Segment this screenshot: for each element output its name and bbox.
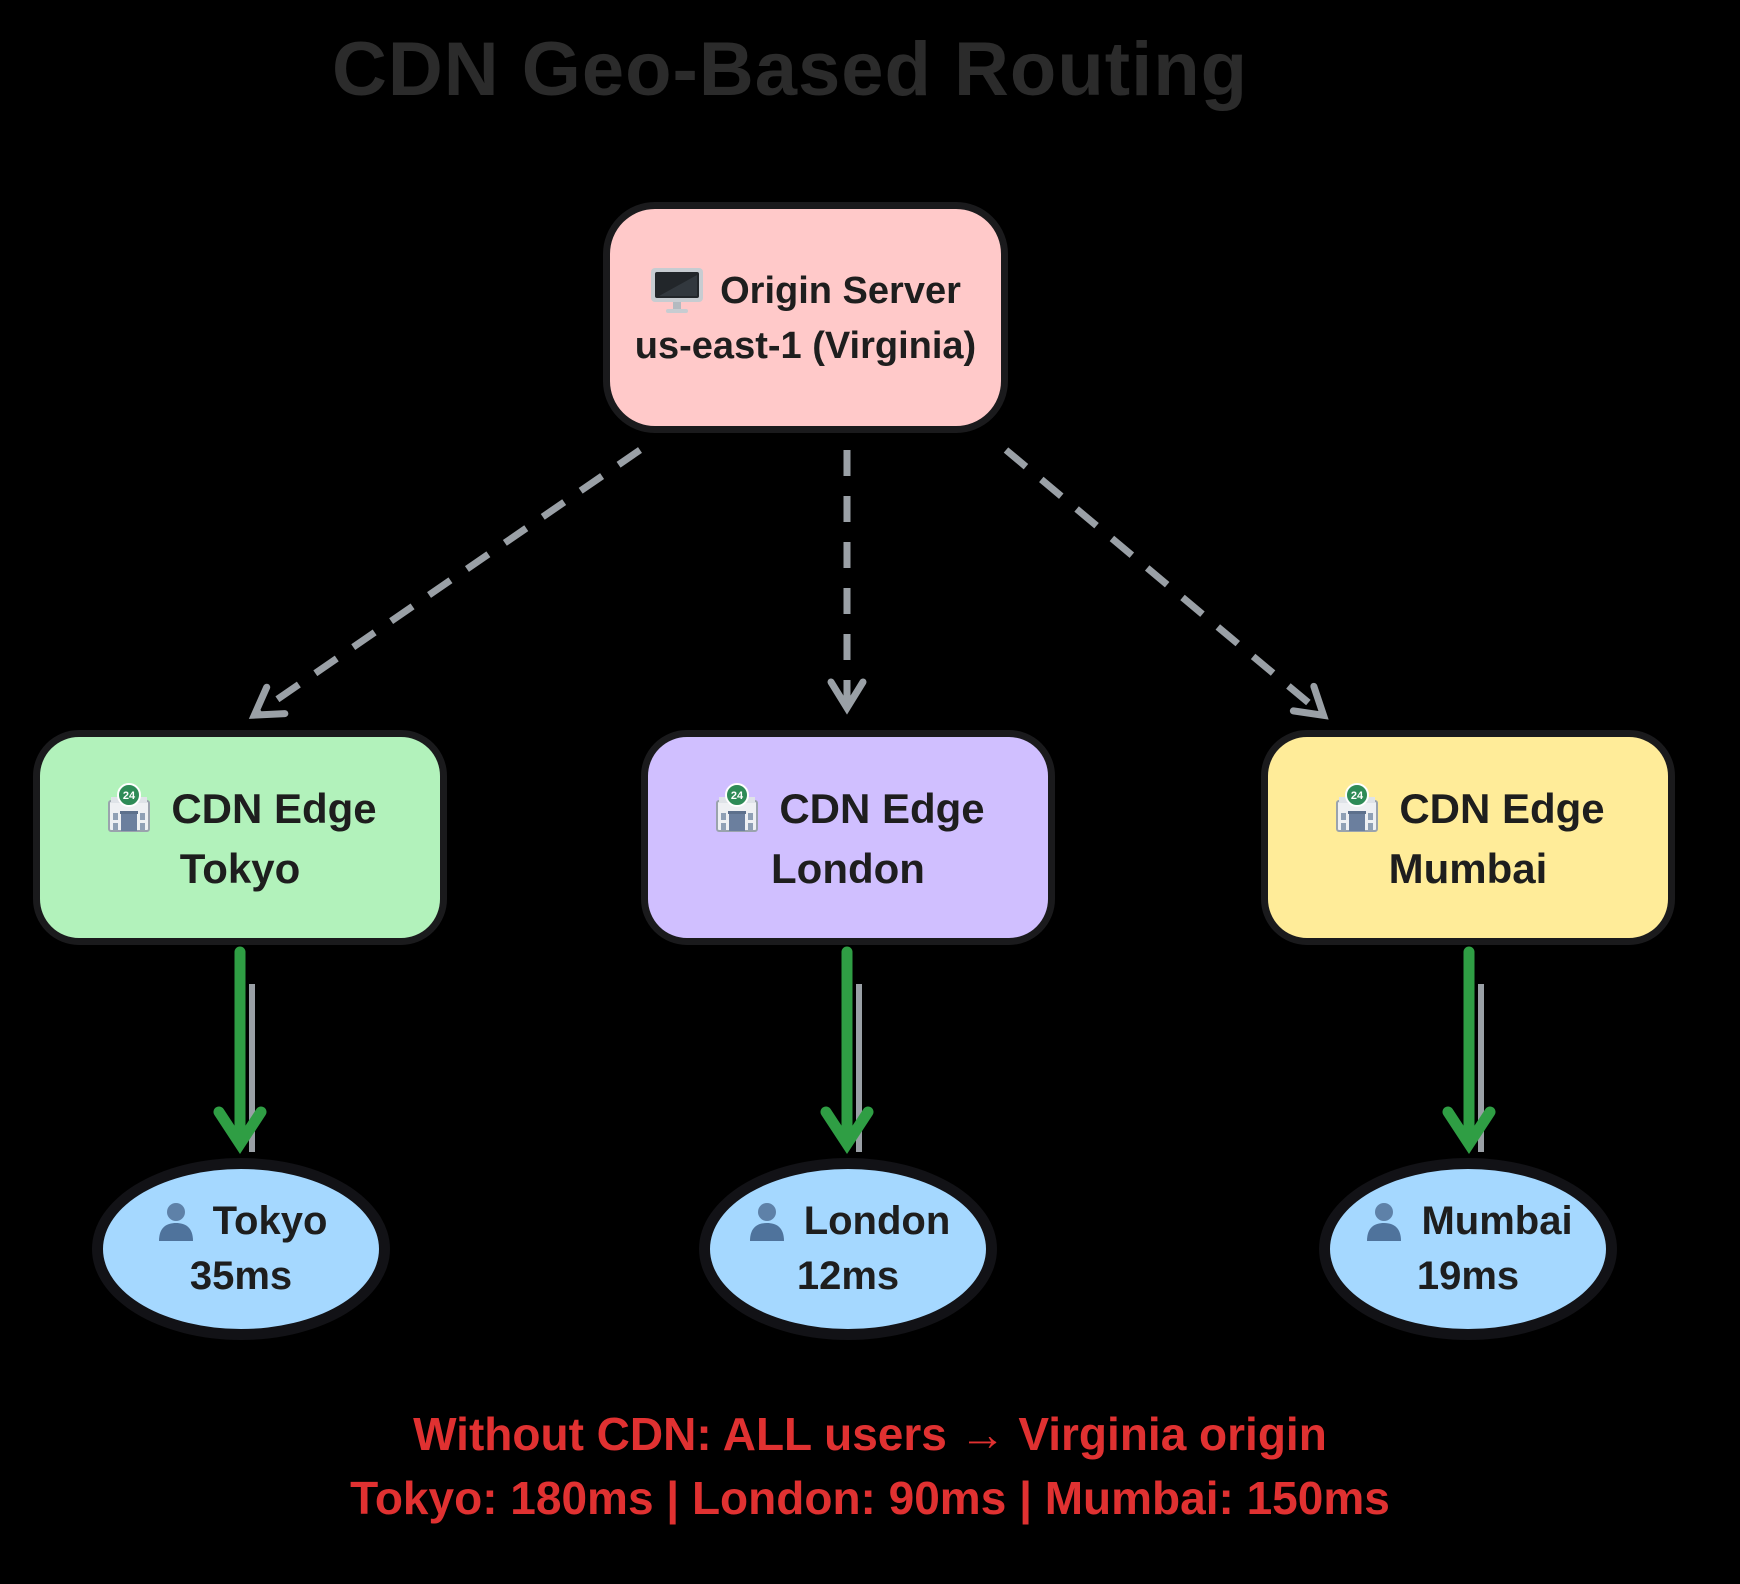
edge-city: Mumbai	[1388, 844, 1548, 892]
edge-city: London	[771, 844, 925, 892]
node-user-london: London 12ms	[699, 1158, 997, 1340]
edge-title: CDN Edge	[779, 784, 985, 832]
person-icon	[155, 1201, 197, 1243]
origin-subtitle: us-east-1 (Virginia)	[634, 325, 977, 367]
person-icon	[746, 1201, 788, 1243]
dashed-arrow-origin-to-mumbai	[1003, 447, 1329, 720]
node-cdn-edge-mumbai: 24 CDN Edge Mumbai	[1261, 730, 1675, 945]
node-cdn-edge-london: 24 CDN Edge London	[641, 730, 1055, 945]
desktop-computer-icon	[650, 267, 704, 315]
user-latency: 19ms	[1416, 1254, 1520, 1298]
user-city: Tokyo	[212, 1199, 328, 1243]
dashed-arrow-origin-to-tokyo	[248, 447, 642, 719]
svg-text:24: 24	[1351, 790, 1364, 802]
convenience-store-icon: 24	[1331, 782, 1383, 835]
convenience-store-icon: 24	[103, 782, 155, 835]
edge-title: CDN Edge	[1399, 784, 1605, 832]
node-user-mumbai: Mumbai 19ms	[1319, 1158, 1617, 1340]
svg-text:24: 24	[123, 790, 136, 802]
node-user-tokyo: Tokyo 35ms	[92, 1158, 390, 1340]
origin-title: Origin Server	[720, 269, 961, 312]
user-city: London	[803, 1199, 951, 1243]
user-latency: 12ms	[796, 1254, 900, 1298]
edge-city: Tokyo	[179, 844, 301, 892]
edge-title: CDN Edge	[171, 784, 377, 832]
node-origin-server: Origin Server us-east-1 (Virginia)	[603, 202, 1008, 433]
without-cdn-warning: Without CDN: ALL users → Virginia origin…	[0, 1402, 1740, 1531]
warning-line-1: Without CDN: ALL users → Virginia origin	[413, 1408, 1327, 1460]
node-cdn-edge-tokyo: 24 CDN Edge Tokyo	[33, 730, 447, 945]
diagram-title: CDN Geo-Based Routing	[331, 27, 1249, 112]
user-latency: 35ms	[189, 1254, 293, 1298]
user-city: Mumbai	[1421, 1199, 1573, 1243]
person-icon	[1363, 1201, 1405, 1243]
warning-line-2: Tokyo: 180ms | London: 90ms | Mumbai: 15…	[350, 1472, 1390, 1525]
svg-text:24: 24	[731, 790, 744, 802]
convenience-store-icon: 24	[711, 782, 763, 835]
